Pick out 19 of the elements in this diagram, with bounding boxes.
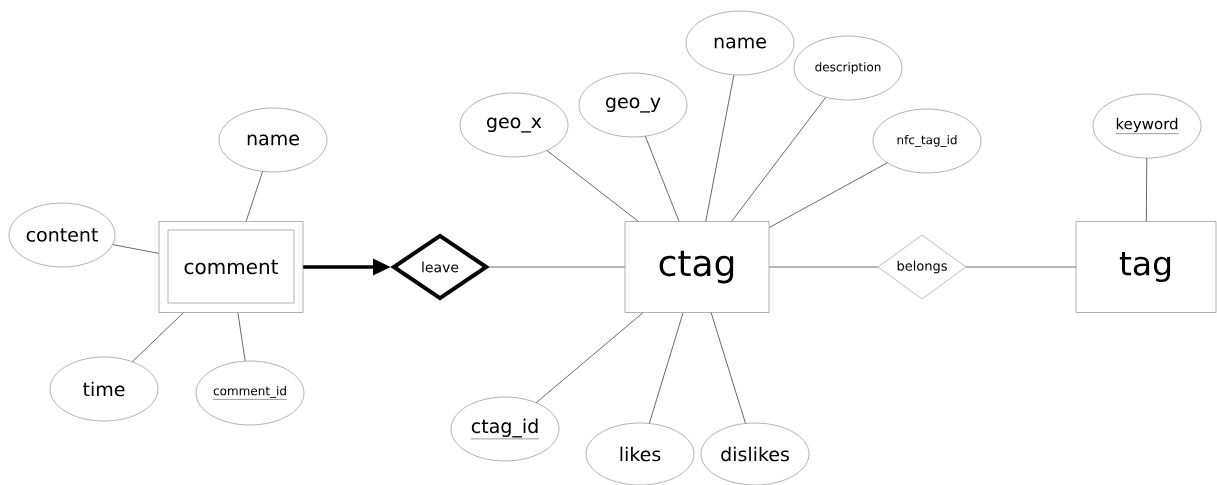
connector-line [644,135,680,222]
entity-box: ctag [624,221,770,313]
connector-line [648,312,684,424]
connector-line [112,244,160,254]
connector-line [245,171,263,222]
connector-line [132,312,184,363]
connector-line [731,96,827,222]
entity-box: tag [1075,221,1217,313]
connector-line [237,312,246,362]
connector-line [705,74,735,222]
connector-line [1145,157,1148,222]
connector-line [710,312,746,424]
weak-entity-box: comment [158,221,304,313]
connector-line [546,150,639,222]
connector-line [768,162,888,229]
connector-line [535,312,644,404]
connector-line [768,266,879,268]
connector-line [965,266,1077,268]
connector-line [488,266,626,268]
